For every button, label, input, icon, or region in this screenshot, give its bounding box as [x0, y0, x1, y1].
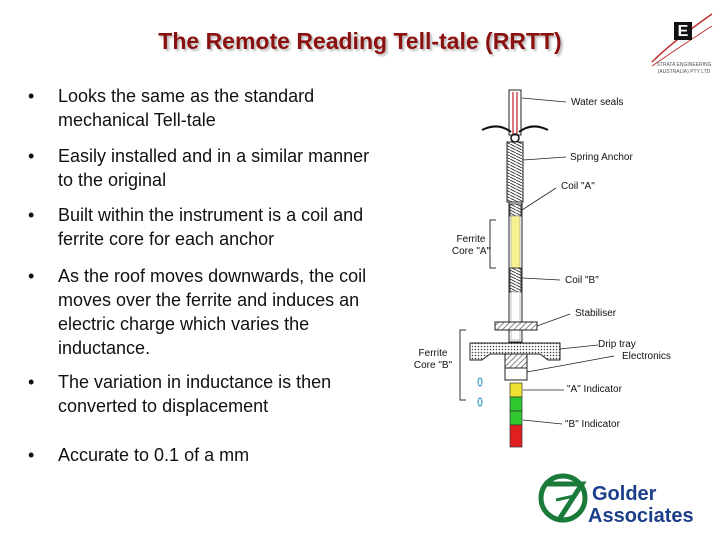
label-water-seals: Water seals — [571, 97, 624, 108]
bullet-dot: • — [28, 146, 35, 166]
spring-section — [506, 141, 524, 203]
label-spring-anchor: Spring Anchor — [570, 152, 633, 163]
bullet-dot: • — [28, 205, 35, 225]
stabiliser-disc — [494, 321, 538, 331]
a-indicator-yellow — [509, 382, 523, 398]
coil-a — [509, 203, 522, 217]
bullet-text: Looks the same as the standard mechanica… — [58, 86, 315, 130]
indicator-stack — [509, 382, 523, 448]
label-a-indicator: "A" Indicator — [567, 384, 622, 395]
drip-tray — [469, 342, 561, 369]
golder-associates-logo: Golder Associates — [538, 473, 694, 527]
bullet-dot: • — [28, 86, 35, 106]
b-indicator-red — [509, 424, 523, 448]
bullet-text: As the roof moves downwards, the coil mo… — [58, 266, 367, 358]
a-indicator-green — [509, 396, 523, 412]
b-indicator-green — [509, 410, 523, 426]
strata-engineering-logo: E STRATA ENGINEERING (AUSTRALIA) PTY LTD — [651, 13, 713, 75]
label-ferrite-core-a: Ferrite Core "A" — [451, 234, 491, 257]
top-tube — [508, 89, 522, 136]
label-coil-a: Coil "A" — [561, 181, 595, 192]
label-stabiliser: Stabiliser — [575, 308, 617, 319]
ferrite-core-a — [510, 215, 521, 269]
bullet-dot: • — [28, 372, 35, 392]
strata-logo-line2: (AUSTRALIA) PTY LTD — [658, 69, 711, 75]
bullet-text: Easily installed and in a similar manner… — [58, 146, 370, 190]
label-ferrite-core-b: Ferrite Core "B" — [413, 348, 453, 371]
label-electronics: Electronics — [622, 351, 671, 362]
label-b-indicator: "B" Indicator — [565, 419, 620, 430]
electronics-housing — [504, 367, 528, 381]
coil-b — [509, 267, 522, 293]
label-coil-b: Coil "B" — [565, 275, 599, 286]
slide-title: The Remote Reading Tell-tale (RRTT) — [158, 28, 562, 54]
bullet-dot: • — [28, 266, 35, 286]
label-drip-tray: Drip tray — [598, 339, 636, 350]
golder-logo-line1: Golder — [592, 483, 657, 505]
ferrite-core-b — [510, 291, 521, 341]
strata-logo-letter: E — [678, 23, 689, 40]
leader-lines — [521, 97, 615, 425]
bullet-text: The variation in inductance is then conv… — [58, 372, 332, 416]
strata-logo-line1: STRATA ENGINEERING — [656, 62, 711, 68]
golder-logo-line2: Associates — [588, 505, 694, 527]
ferrite-a-bracket — [489, 219, 496, 269]
ferrite-b-bracket — [459, 329, 466, 401]
bullet-dot: • — [28, 445, 35, 465]
spring-anchor-arms — [481, 125, 549, 143]
bullet-text: Built within the instrument is a coil an… — [58, 205, 364, 249]
drip-droplets — [477, 377, 483, 407]
bullet-text: Accurate to 0.1 of a mm — [58, 445, 250, 465]
